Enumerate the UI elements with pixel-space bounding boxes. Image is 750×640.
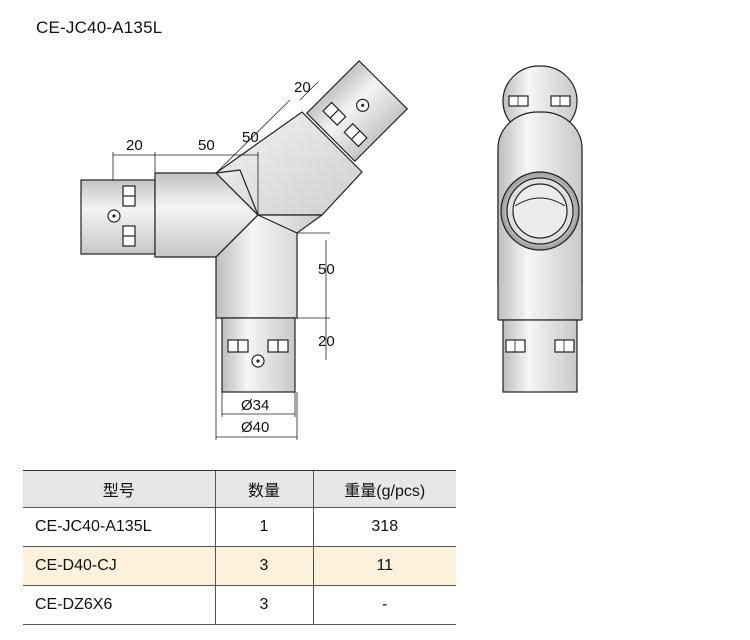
cell-weight: 318: [312, 507, 456, 547]
left-connector-stub: [80, 179, 156, 255]
spec-table: 型号 数量 重量(g/pcs) CE-JC40-A135L 1 318 CE-D…: [23, 470, 456, 625]
cell-weight: 11: [312, 546, 456, 586]
front-view: [80, 59, 409, 393]
header-model: 型号: [23, 470, 215, 508]
cell-quantity: 3: [214, 585, 313, 625]
technical-drawing: 20 50 50 20 50 20 Ø34 Ø40: [80, 59, 583, 440]
header-weight: 重量(g/pcs): [312, 470, 456, 508]
table-row: CE-DZ6X6 3 -: [23, 585, 456, 625]
cell-weight: -: [312, 585, 456, 625]
dim-left-stub: 20: [126, 137, 143, 154]
drawing-title: CE-JC40-A135L: [36, 18, 163, 37]
cell-quantity: 1: [214, 507, 313, 547]
dim-outer-diameter: Ø40: [241, 419, 269, 436]
dim-left-body: 50: [198, 137, 215, 154]
table-row: CE-JC40-A135L 1 318: [23, 507, 456, 547]
cell-model: CE-D40-CJ: [23, 546, 215, 586]
dim-down-stub: 20: [318, 333, 335, 350]
header-quantity: 数量: [214, 470, 313, 508]
dim-inner-diameter: Ø34: [241, 397, 269, 414]
dim-diag-body: 50: [242, 129, 259, 146]
diagonal-arm-body: [215, 111, 363, 216]
dimension-lines: [112, 81, 330, 440]
cell-model: CE-DZ6X6: [23, 585, 215, 625]
cell-model: CE-JC40-A135L: [23, 507, 215, 547]
diagonal-connector-stub: [305, 59, 409, 163]
table-row: CE-D40-CJ 3 11: [23, 546, 456, 586]
bottom-connector-stub: [221, 317, 296, 393]
table-header-row: 型号 数量 重量(g/pcs): [23, 470, 456, 508]
cell-quantity: 3: [214, 546, 313, 586]
dim-down-body: 50: [318, 261, 335, 278]
dimension-labels: 20 50 50 20 50 20 Ø34 Ø40: [126, 79, 335, 436]
side-view: [497, 65, 583, 393]
dim-diag-stub: 20: [294, 79, 311, 96]
